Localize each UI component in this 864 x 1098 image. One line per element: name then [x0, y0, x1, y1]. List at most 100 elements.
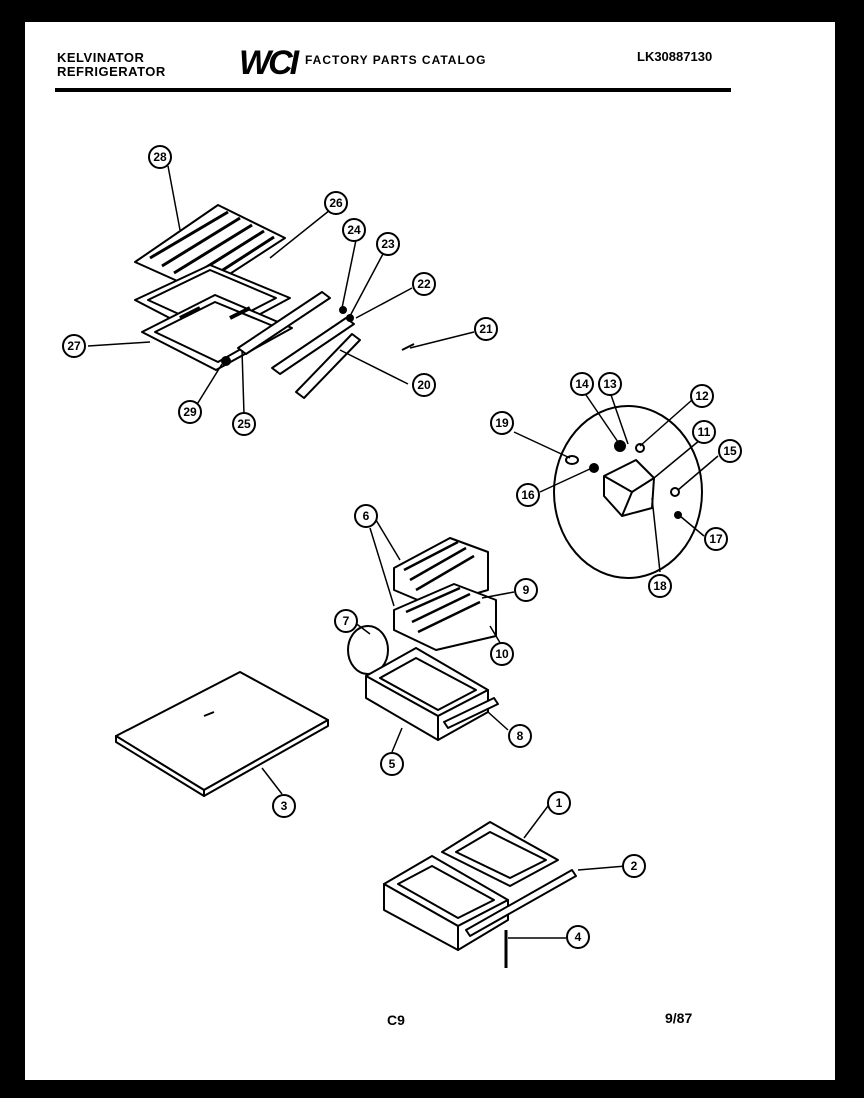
callout-circle	[566, 925, 590, 949]
callout-circle	[342, 218, 366, 242]
callout-20: 20	[412, 373, 436, 397]
callout-circle	[598, 372, 622, 396]
callout-number: 16	[521, 488, 535, 502]
callout-circle	[474, 317, 498, 341]
callout-number: 19	[495, 416, 509, 430]
callout-5: 5	[380, 752, 404, 776]
page-code: C9	[387, 1012, 405, 1028]
callout-number: 22	[417, 277, 431, 291]
brand-label: KELVINATOR REFRIGERATOR	[57, 51, 166, 79]
callout-circle	[547, 791, 571, 815]
callout-6: 6	[354, 504, 378, 528]
callout-number: 18	[653, 579, 667, 593]
callout-7: 7	[334, 609, 358, 633]
callout-circle	[718, 439, 742, 463]
callout-3: 3	[272, 794, 296, 818]
callout-circle	[232, 412, 256, 436]
callout-number: 8	[517, 729, 524, 743]
crisper-covers	[347, 537, 497, 675]
callout-circle	[412, 272, 436, 296]
brand-line-1: KELVINATOR	[57, 50, 145, 65]
callout-circle	[690, 384, 714, 408]
callout-1: 1	[547, 791, 571, 815]
callout-27: 27	[62, 334, 86, 358]
callout-number: 5	[389, 757, 396, 771]
catalog-title: FACTORY PARTS CATALOG	[305, 53, 487, 67]
callout-number: 1	[556, 796, 563, 810]
callout-19: 19	[490, 411, 514, 435]
callout-number: 27	[67, 339, 81, 353]
callout-number: 28	[153, 150, 167, 164]
callout-18: 18	[648, 574, 672, 598]
callout-number: 4	[575, 930, 582, 944]
callout-26: 26	[324, 191, 348, 215]
callout-circle	[380, 752, 404, 776]
glass-shelf-assembly	[134, 204, 293, 371]
glass-shelf	[115, 671, 329, 797]
callout-number: 24	[347, 223, 361, 237]
callout-circle	[516, 483, 540, 507]
callout-number: 9	[523, 583, 530, 597]
callout-13: 13	[598, 372, 622, 396]
callout-circle	[412, 373, 436, 397]
model-number: LK30887130	[637, 49, 713, 64]
callout-28: 28	[148, 145, 172, 169]
brand-line-2: REFRIGERATOR	[57, 64, 166, 79]
callout-number: 11	[698, 425, 711, 439]
callout-9: 9	[514, 578, 538, 602]
callout-number: 25	[237, 417, 251, 431]
callout-22: 22	[412, 272, 436, 296]
callout-2: 2	[622, 854, 646, 878]
callout-12: 12	[690, 384, 714, 408]
callout-circle	[178, 400, 202, 424]
callout-4: 4	[566, 925, 590, 949]
callout-circle	[334, 609, 358, 633]
callout-number: 3	[281, 799, 288, 813]
callout-number: 26	[329, 196, 343, 210]
callout-number: 2	[631, 859, 638, 873]
callout-circle	[490, 411, 514, 435]
callout-29: 29	[178, 400, 202, 424]
callout-16: 16	[516, 483, 540, 507]
callout-number: 6	[363, 509, 370, 523]
leader-lines	[87, 165, 719, 939]
callout-circle	[324, 191, 348, 215]
callout-number: 10	[495, 647, 509, 661]
callout-number: 14	[575, 377, 589, 391]
callout-11: 11	[692, 420, 716, 444]
callout-circle	[570, 372, 594, 396]
callout-circle	[508, 724, 532, 748]
callout-15: 15	[718, 439, 742, 463]
callout-number: 21	[479, 322, 493, 336]
callout-circle	[622, 854, 646, 878]
callout-circle	[62, 334, 86, 358]
callout-circle	[354, 504, 378, 528]
callout-circle	[148, 145, 172, 169]
callout-21: 21	[474, 317, 498, 341]
callout-17: 17	[704, 527, 728, 551]
callout-circle	[490, 642, 514, 666]
header-rule	[55, 88, 731, 92]
wci-logo: WCI	[239, 44, 299, 82]
callout-14: 14	[570, 372, 594, 396]
callout-number: 23	[381, 237, 395, 251]
callout-number: 7	[343, 614, 350, 628]
shelf-rails	[221, 291, 415, 399]
crisper-drawers	[383, 821, 577, 968]
catalog-date: 9/87	[665, 1010, 693, 1026]
callout-8: 8	[508, 724, 532, 748]
callout-circle	[704, 527, 728, 551]
callout-circle	[648, 574, 672, 598]
callout-circle	[514, 578, 538, 602]
callout-number: 17	[709, 532, 723, 546]
callout-23: 23	[376, 232, 400, 256]
callout-circle	[376, 232, 400, 256]
callout-25: 25	[232, 412, 256, 436]
callout-circle	[692, 420, 716, 444]
callout-number: 20	[417, 378, 431, 392]
callout-number: 12	[695, 389, 709, 403]
callout-circle	[272, 794, 296, 818]
callout-number: 13	[603, 377, 617, 391]
